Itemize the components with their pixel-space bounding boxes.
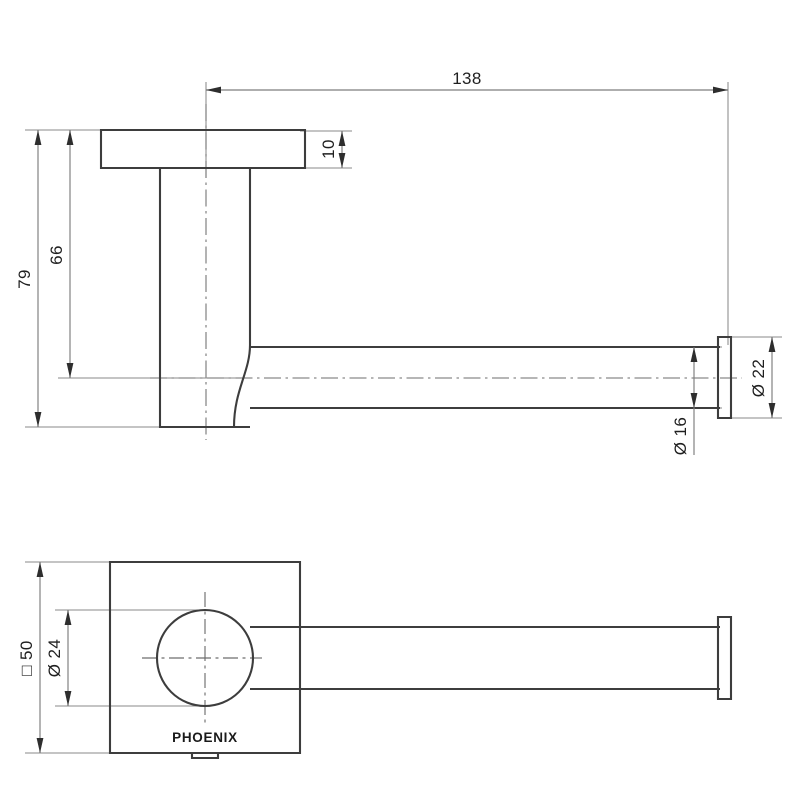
dim-text-66: 66 [47,245,66,265]
side-elevation-view: 138 10 79 66 [15,69,782,455]
arrowhead-138-right [713,86,728,94]
arrowhead-d22-bottom [768,403,776,418]
arrowhead-138-left [206,86,221,94]
dim-text-sq50: □ 50 [17,640,36,676]
arrowhead-66-bottom [66,363,74,378]
dim-text-79: 79 [15,269,34,289]
dim-text-d16: Ø 16 [671,417,690,455]
post-profile-left [158,168,250,429]
wall-plate-profile [99,128,307,170]
arrowhead-79-bottom [34,412,42,427]
boss-circle [155,608,255,708]
arrowhead-10-top [338,131,346,146]
dimension-overall-length: 138 [206,69,728,94]
dimension-boss-diameter: Ø 24 [45,610,72,706]
dimension-height-to-arm-centre: 66 [47,130,74,378]
dimension-end-cap-diameter: Ø 22 [749,337,776,418]
dim-text-138: 138 [452,69,482,88]
base-plate-square [108,560,302,755]
dim-text-d24: Ø 24 [45,639,64,677]
dimension-overall-height: 79 [15,130,42,427]
dimension-arm-diameter: Ø 16 [671,347,698,455]
end-cap-profile [716,335,733,420]
arrowhead-sq50-bottom [36,738,44,753]
side-view-extension-lines [25,82,782,428]
arrowhead-d16-bottom [690,393,698,408]
dim-text-10: 10 [319,139,338,159]
dimension-base-plate-square: □ 50 [17,562,44,753]
plan-view: □ 50 Ø 24 PHOENIX [17,560,733,760]
arrowhead-10-bottom [338,153,346,168]
post-to-arm-fillet [232,344,252,429]
arrowhead-sq50-top [36,562,44,577]
arrowhead-d24-bottom [64,691,72,706]
dimension-plate-thickness: 10 [319,131,346,168]
dim-text-d22: Ø 22 [749,359,768,397]
arrowhead-66-top [66,130,74,145]
arrowhead-79-top [34,130,42,145]
arrowhead-d16-top [690,347,698,362]
base-plate-bottom-tab [190,753,220,760]
arrowhead-d24-top [64,610,72,625]
arrowhead-d22-top [768,337,776,352]
plan-end-cap [716,615,733,701]
brand-label: PHOENIX [172,730,238,745]
